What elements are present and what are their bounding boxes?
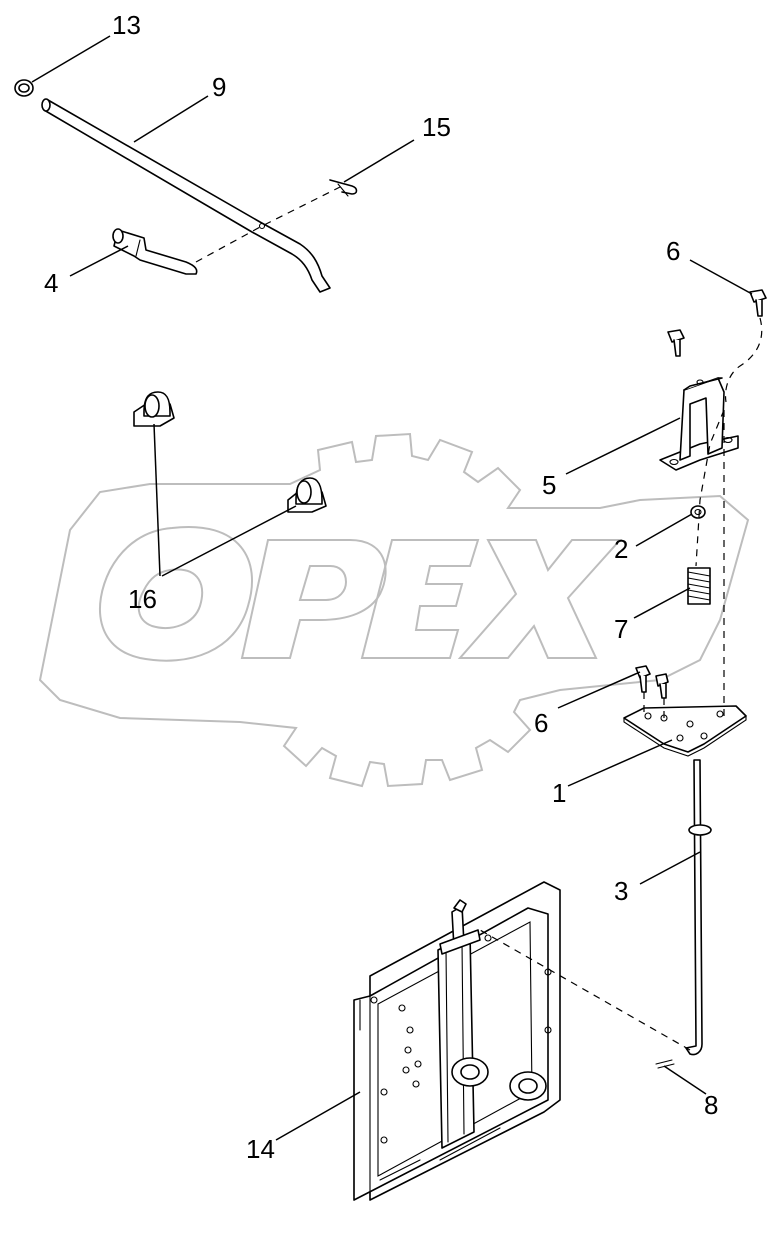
nut-part <box>690 505 706 519</box>
watermark-letter-p <box>240 539 387 659</box>
leader-2 <box>635 513 693 547</box>
assembly-line-upper <box>695 409 725 567</box>
assembly-line-bolt-bracket <box>724 317 763 403</box>
leader-15 <box>343 139 415 183</box>
bolt-part-top-left <box>667 329 685 357</box>
washer-part <box>14 79 34 97</box>
assembly-lines <box>195 185 763 1051</box>
assembly-line-bolts-plate <box>643 692 665 718</box>
callout-5: 5 <box>542 470 556 500</box>
leader-13 <box>31 35 111 83</box>
callout-3: 3 <box>614 876 628 906</box>
watermark-gear <box>38 432 750 788</box>
spring-part <box>687 567 711 605</box>
watermark <box>38 432 750 788</box>
callout-6-mid: 6 <box>534 708 548 738</box>
leader-5 <box>565 417 681 475</box>
callout-2: 2 <box>614 534 628 564</box>
assembly-line-rod-cover <box>479 929 691 1051</box>
leader-6-top <box>689 259 753 295</box>
leader-7 <box>633 587 691 619</box>
assembly-line-lever-clip <box>195 185 343 263</box>
watermark-letters <box>99 525 623 662</box>
leader-1 <box>567 739 673 787</box>
callout-labels: 13 9 15 4 6 5 2 16 7 6 1 3 8 14 <box>44 10 718 1164</box>
callout-1: 1 <box>552 778 566 808</box>
callout-16: 16 <box>128 584 157 614</box>
lever-part <box>41 98 331 293</box>
cotter-pin-part <box>655 1059 675 1069</box>
bushing-part-lower <box>287 477 327 513</box>
callout-6-top: 6 <box>666 236 680 266</box>
leader-lines <box>31 35 753 1141</box>
clip-pin-part <box>329 179 358 197</box>
bolt-part-mid-left <box>635 665 651 693</box>
callout-7: 7 <box>614 614 628 644</box>
leader-6-mid <box>557 671 641 709</box>
leader-14 <box>275 1091 361 1141</box>
bushing-part-upper <box>133 391 175 427</box>
callout-8: 8 <box>704 1090 718 1120</box>
leader-8 <box>663 1065 707 1095</box>
callout-14: 14 <box>246 1134 275 1164</box>
callout-13: 13 <box>112 10 141 40</box>
watermark-letter-e <box>360 539 480 659</box>
callout-9: 9 <box>212 72 226 102</box>
bolt-part-top-right <box>749 289 767 317</box>
watermark-letter-x <box>457 539 623 659</box>
control-rod-part <box>685 759 712 1056</box>
valve-cover-part <box>353 881 561 1201</box>
callout-15: 15 <box>422 112 451 142</box>
mounting-plate-part <box>623 705 747 757</box>
watermark-letter-o <box>99 525 253 662</box>
leader-3 <box>639 851 701 885</box>
leader-16-a <box>153 423 161 577</box>
bolt-part-mid-right <box>655 673 669 699</box>
leader-16-b <box>161 505 297 577</box>
handle-grip-part <box>112 228 198 275</box>
callout-4: 4 <box>44 268 58 298</box>
leader-4 <box>69 245 129 277</box>
bracket-part <box>659 377 739 471</box>
leader-9 <box>133 95 209 143</box>
